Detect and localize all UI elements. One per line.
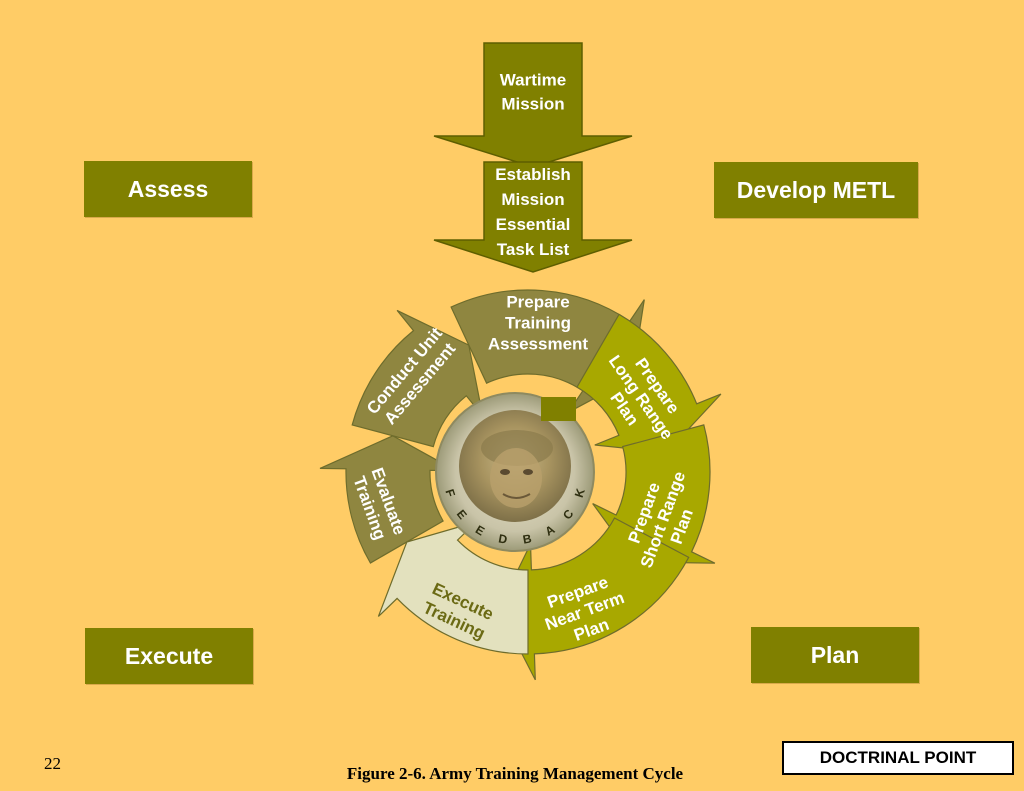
establish-metl-text-line-3: Essential (496, 215, 571, 234)
phase-box-execute: Execute (85, 628, 253, 684)
cycle-ring (319, 289, 722, 681)
prepare-training-assessment-text-line-1: Prepare (506, 292, 569, 311)
phase-box-develop-metl: Develop METL (714, 162, 918, 218)
execute-training-arrow (377, 521, 529, 655)
doctrinal-point-label: DOCTRINAL POINT (819, 748, 977, 767)
establish-metl-text-line-1: Establish (495, 165, 571, 184)
establish-metl-arrow (433, 161, 633, 273)
wartime-mission-text-line-2: Mission (501, 94, 564, 113)
establish-metl-text-line-2: Mission (501, 190, 564, 209)
prepare-near-term-plan-arrow (498, 517, 690, 681)
page-number: 22 (44, 754, 61, 773)
conduct-unit-assessment-arrow (351, 309, 484, 448)
wartime-mission-text-line-1: Wartime (500, 70, 566, 89)
soldier-emblem-icon (459, 410, 571, 522)
prepare-training-assessment-text-line-2: Training (505, 313, 571, 332)
figure-caption: Figure 2-6. Army Training Management Cyc… (346, 764, 684, 783)
phase-box-plan: Plan (751, 627, 919, 683)
feedback-letter: F (442, 487, 458, 498)
phase-label-execute: Execute (124, 642, 214, 669)
wartime-mission-arrow (433, 42, 633, 168)
doctrinal-point-box: DOCTRINAL POINT (782, 741, 1014, 775)
phase-label-plan: Plan (810, 641, 860, 668)
phase-label-assess: Assess (127, 175, 209, 202)
phase-box-assess: Assess (84, 161, 252, 217)
prepare-long-range-plan-arrow (576, 313, 722, 454)
feedback-letter: D (497, 531, 508, 546)
prepare-training-assessment-text-line-3: Assessment (488, 334, 589, 353)
feedback-letter: B (522, 531, 533, 546)
feedback-hub (435, 392, 595, 552)
phase-label-develop-metl: Develop METL (736, 176, 896, 203)
establish-metl-text-line-4: Task List (497, 240, 570, 259)
evaluate-training-arrow (319, 435, 457, 564)
